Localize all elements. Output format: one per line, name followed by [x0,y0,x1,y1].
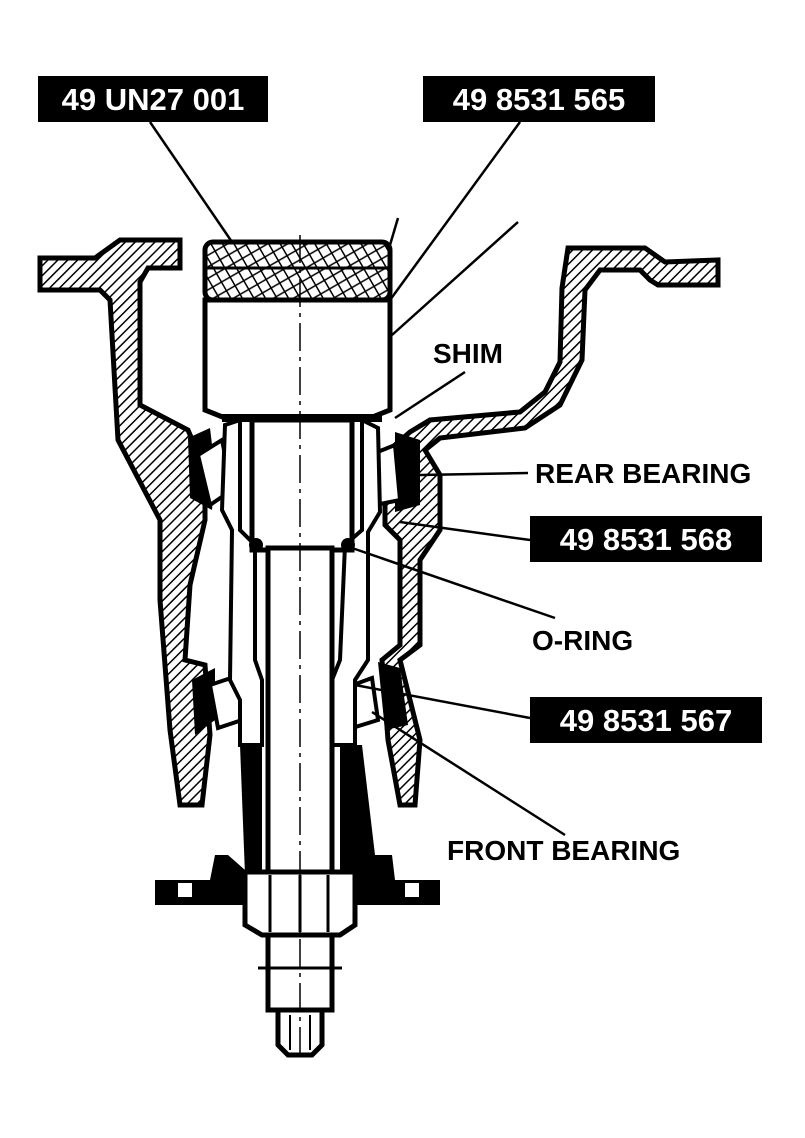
part-number-text: 49 8531 567 [560,703,732,738]
part-number-box-8531-568: 49 8531 568 [530,516,762,562]
part-number-text: 49 8531 568 [560,522,732,557]
part-number-text: 49 UN27 001 [62,82,245,117]
housing-right [379,245,721,808]
o-ring [249,538,355,552]
leader-lines [148,121,566,837]
part-number-box-8531-567: 49 8531 567 [530,697,762,743]
part-number-box-8531-565: 49 8531 565 [423,76,655,122]
label-shim: SHIM [433,338,503,369]
tool-installer-cylinder [202,297,393,421]
part-number-text: 49 8531 565 [453,82,625,117]
companion-flange [155,745,440,905]
label-o-ring: O-RING [532,625,633,656]
label-front-bearing: FRONT BEARING [447,835,680,866]
pinion-shaft [249,417,355,881]
shim [222,414,382,422]
part-number-box-un27-001: 49 UN27 001 [38,76,268,122]
label-rear-bearing: REAR BEARING [535,458,751,489]
housing-left [37,237,213,808]
tool-knurled-handle [202,239,393,303]
